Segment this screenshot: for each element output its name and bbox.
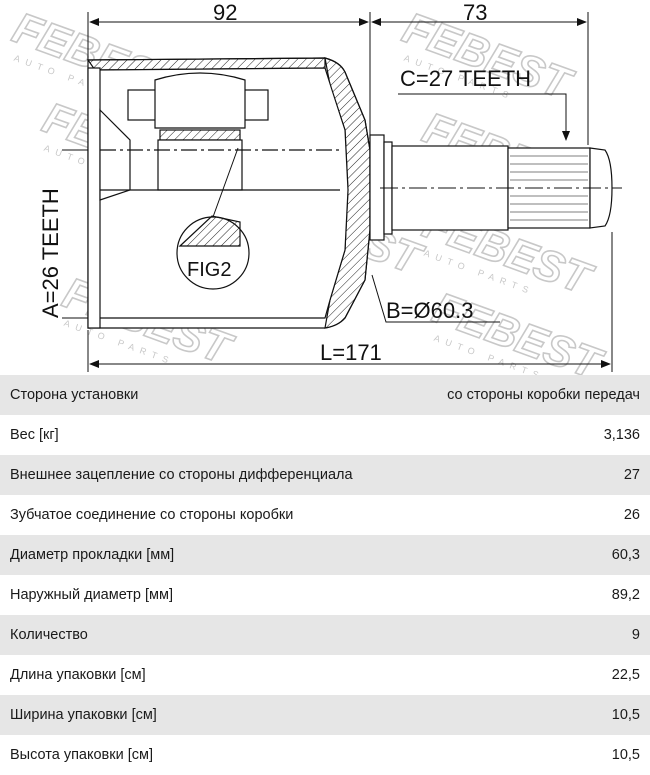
spec-label: Длина упаковки [см] <box>0 655 325 695</box>
spec-value: 10,5 <box>325 735 650 775</box>
leader-b <box>371 274 500 323</box>
dim-top-left-label: 92 <box>213 0 237 25</box>
spec-value: 60,3 <box>325 535 650 575</box>
table-row: Ширина упаковки [см]10,5 <box>0 695 650 735</box>
spec-value: 22,5 <box>325 655 650 695</box>
dimension-top <box>87 12 589 150</box>
spec-label: Зубчатое соединение со стороны коробки <box>0 495 325 535</box>
table-row: Длина упаковки [см]22,5 <box>0 655 650 695</box>
spec-value: 3,136 <box>325 415 650 455</box>
spec-label: Ширина упаковки [см] <box>0 695 325 735</box>
spec-label: Количество <box>0 615 325 655</box>
spec-value: 27 <box>325 455 650 495</box>
table-row: Наружный диаметр [мм]89,2 <box>0 575 650 615</box>
label-a-teeth: A=26 TEETH <box>38 188 63 318</box>
spec-value: со стороны коробки передач <box>325 375 650 415</box>
table-row: Диаметр прокладки [мм]60,3 <box>0 535 650 575</box>
table-row: Вес [кг]3,136 <box>0 415 650 455</box>
label-c-teeth: C=27 TEETH <box>400 66 531 91</box>
label-l-length: L=171 <box>320 340 382 365</box>
dim-top-right-label: 73 <box>463 0 487 25</box>
spec-label: Наружный диаметр [мм] <box>0 575 325 615</box>
cv-joint-housing <box>86 57 371 329</box>
spec-label: Сторона установки <box>0 375 325 415</box>
dimension-l <box>87 232 613 372</box>
spec-value: 89,2 <box>325 575 650 615</box>
spec-label: Высота упаковки [см] <box>0 735 325 775</box>
table-row: Высота упаковки [см]10,5 <box>0 735 650 775</box>
technical-drawing: FEBEST AUTO PARTS FEBEST AUTO PARTS FEBE… <box>6 0 622 375</box>
label-fig2: FIG2 <box>187 259 231 281</box>
spec-label: Вес [кг] <box>0 415 325 455</box>
spec-label: Диаметр прокладки [мм] <box>0 535 325 575</box>
spec-label: Внешнее зацепление со стороны дифференци… <box>0 455 353 495</box>
leader-c <box>398 93 570 141</box>
spec-value: 26 <box>325 495 650 535</box>
label-b-diameter: B=Ø60.3 <box>386 298 473 323</box>
table-row: Внешнее зацепление со стороны дифференци… <box>0 455 650 495</box>
output-shaft <box>369 134 622 241</box>
spec-value: 9 <box>325 615 650 655</box>
spec-value: 10,5 <box>325 695 650 735</box>
